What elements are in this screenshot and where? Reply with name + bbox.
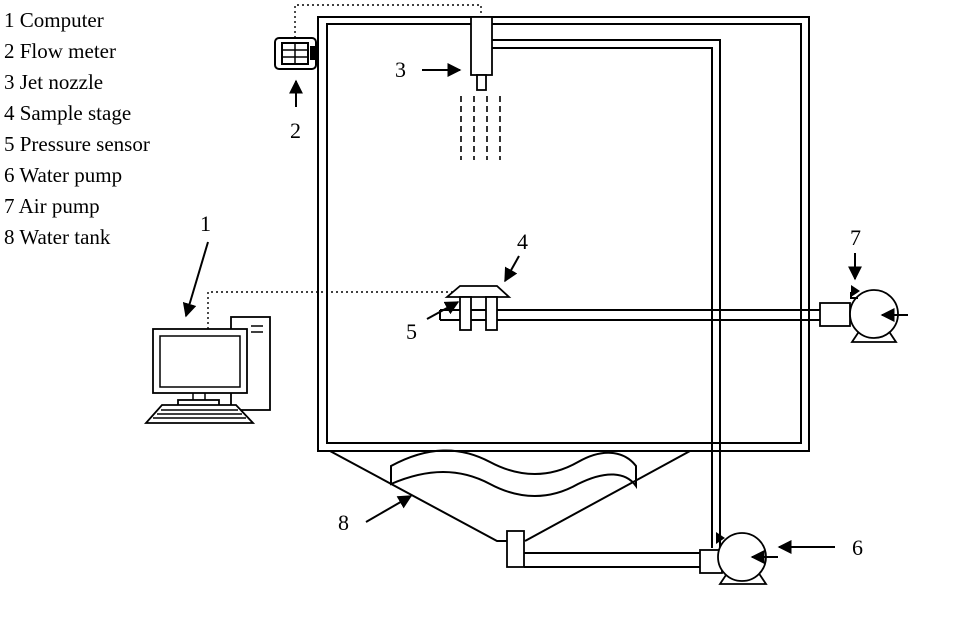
callout-water-tank: 8 (338, 510, 349, 535)
callout-arrows (182, 63, 862, 554)
computer (143, 291, 453, 424)
water-pump (699, 532, 778, 585)
water-supply-pipe (491, 39, 721, 548)
legend-item-water-pump: 6 Water pump (4, 163, 122, 187)
legend-item-air-pump: 7 Air pump (4, 194, 100, 218)
callout-water-pump: 6 (852, 535, 863, 560)
air-pump (819, 285, 908, 343)
sample-stage (444, 285, 512, 331)
legend-item-sample-stage: 4 Sample stage (4, 101, 131, 125)
test-chamber (317, 16, 810, 452)
callout-sample-stage: 4 (517, 229, 528, 254)
callout-flow-meter: 2 (290, 118, 301, 143)
legend-item-flow-meter: 2 Flow meter (4, 39, 116, 63)
legend-item-water-tank: 8 Water tank (4, 225, 111, 249)
callout-air-pump: 7 (850, 225, 861, 250)
legend-item-pressure-sensor: 5 Pressure sensor (4, 132, 150, 156)
callout-computer: 1 (200, 211, 211, 236)
legend: 1 Computer 2 Flow meter 3 Jet nozzle 4 S… (4, 8, 150, 249)
jet-nozzle (460, 16, 501, 160)
water-tank (329, 449, 691, 542)
flow-meter (274, 4, 482, 70)
callout-jet-nozzle: 3 (395, 57, 406, 82)
legend-item-computer: 1 Computer (4, 8, 104, 32)
legend-item-jet-nozzle: 3 Jet nozzle (4, 70, 103, 94)
callout-pressure-sensor: 5 (406, 319, 417, 344)
drain-pipe (506, 530, 718, 568)
callout-labels: 1 2 3 4 5 6 7 8 (200, 57, 863, 560)
